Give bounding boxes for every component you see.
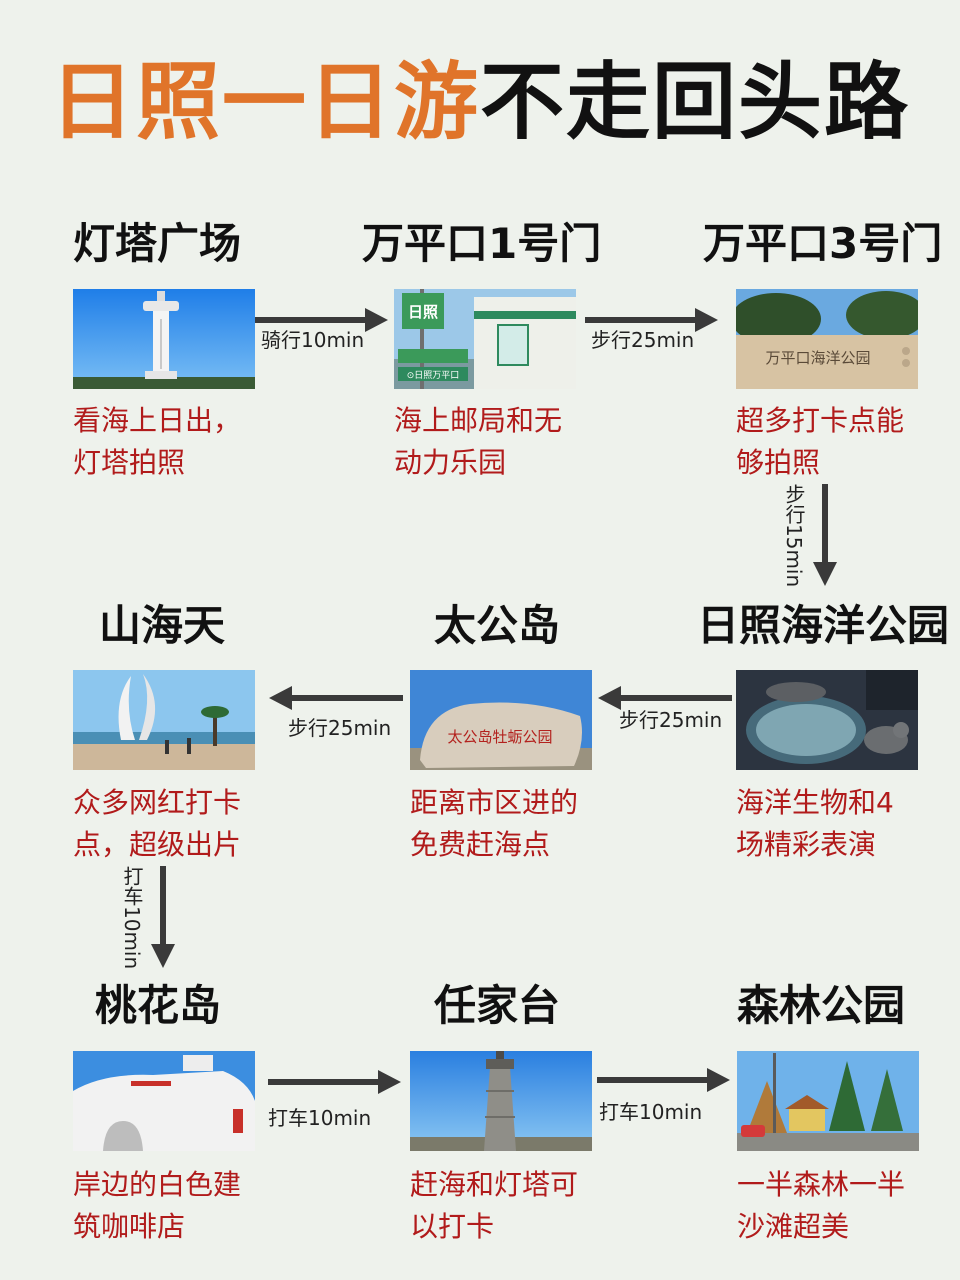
rock-inscription: 太公岛牡蛎公园 <box>447 728 552 746</box>
stop-shanhaitian: 山海天 众多网红打卡 点，超级出片 <box>73 600 273 861</box>
desc-line: 筑咖啡店 <box>73 1210 186 1243</box>
stop-renjiatai: 任家台 赶海和灯塔可 以打卡 <box>410 980 610 1243</box>
route-label: 步行25min <box>288 716 392 740</box>
route-arrow: 步行25min <box>268 684 403 744</box>
route-label: 打车10min <box>120 866 144 970</box>
title-rest: 不走回头路 <box>480 53 911 151</box>
route-label: 打车10min <box>599 1100 703 1124</box>
route-arrow: 步行25min <box>597 684 732 744</box>
route-arrow: 步行15min <box>780 484 840 588</box>
stop-desc: 赶海和灯塔可 以打卡 <box>410 1164 600 1248</box>
stop-desc: 超多打卡点能 够拍照 <box>736 400 926 484</box>
stop-name: 森林公园 <box>737 981 906 1030</box>
desc-line: 够拍照 <box>736 446 821 479</box>
route-arrow: 打车10min <box>118 866 178 970</box>
stop-wanpingkou-gate-1: 万平口1号门 日照 ⊙日照万平口 海上邮局和无 动力乐园 <box>362 218 602 479</box>
forest-park-photo <box>737 1051 919 1151</box>
stop-name: 万平口1号门 <box>362 219 602 268</box>
ocean-park-seals-photo <box>736 670 918 770</box>
desc-line: 海洋生物和4 <box>736 786 894 819</box>
wall-inscription: 万平口海洋公园 <box>765 349 870 367</box>
stop-name: 万平口3号门 <box>703 219 943 268</box>
desc-line: 点，超级出片 <box>73 828 242 861</box>
shanhaitian-sculpture-photo <box>73 670 255 770</box>
stop-taohua-island: 桃花岛 岸边的白色建 筑咖啡店 <box>73 980 273 1243</box>
desc-line: 海上邮局和无 <box>394 404 563 437</box>
stop-name: 任家台 <box>434 981 561 1030</box>
stop-rizhao-ocean-park: 日照海洋公园 海洋生物和4 场精彩表演 <box>697 600 950 861</box>
desc-line: 动力乐园 <box>394 446 507 479</box>
route-label: 骑行10min <box>261 328 365 352</box>
desc-line: 赶海和灯塔可 <box>410 1168 579 1201</box>
desc-line: 灯塔拍照 <box>73 446 186 479</box>
stop-desc: 距离市区进的 免费赶海点 <box>410 782 600 866</box>
stop-name: 灯塔广场 <box>73 219 242 268</box>
stop-forest-park: 森林公园 一半森林一半 沙滩超美 <box>737 980 937 1243</box>
sign-text-wanpingkou: ⊙日照万平口 <box>407 370 460 381</box>
desc-line: 沙滩超美 <box>737 1210 850 1243</box>
desc-line: 场精彩表演 <box>736 828 877 861</box>
stop-lighthouse-square: 灯塔广场 看海上日出， 灯塔拍照 <box>73 218 273 479</box>
stop-wanpingkou-gate-3: 万平口3号门 万平口海洋公园 超多打卡点能 够拍照 <box>703 218 943 479</box>
route-label: 步行25min <box>591 328 695 352</box>
desc-line: 众多网红打卡 <box>73 786 242 819</box>
stop-desc: 一半森林一半 沙滩超美 <box>737 1164 927 1248</box>
stop-desc: 岸边的白色建 筑咖啡店 <box>73 1164 263 1248</box>
desc-line: 距离市区进的 <box>410 786 579 819</box>
stop-name: 日照海洋公园 <box>697 601 950 650</box>
route-arrow: 步行25min <box>585 306 720 366</box>
route-label: 打车10min <box>268 1106 372 1130</box>
desc-line: 岸边的白色建 <box>73 1168 242 1201</box>
lighthouse-photo <box>73 289 255 389</box>
wanpingkou-park-photo: 万平口海洋公园 <box>736 289 918 389</box>
stop-desc: 看海上日出， 灯塔拍照 <box>73 400 263 484</box>
stop-name: 桃花岛 <box>95 981 222 1030</box>
route-arrow: 骑行10min <box>255 306 390 366</box>
route-label: 步行15min <box>782 484 806 588</box>
page-title: 日照一日游不走回头路 <box>0 52 960 152</box>
stop-name: 山海天 <box>99 601 226 650</box>
stop-name: 太公岛 <box>434 601 561 650</box>
stop-desc: 海上邮局和无 动力乐园 <box>394 400 584 484</box>
taohua-white-building-photo <box>73 1051 255 1151</box>
sign-text-rizhao: 日照 <box>408 303 438 321</box>
title-highlight: 日照一日游 <box>49 53 480 151</box>
stop-taigong-island: 太公岛 太公岛牡蛎公园 距离市区进的 免费赶海点 <box>410 600 610 861</box>
renjiatai-lighthouse-photo <box>410 1051 592 1151</box>
desc-line: 超多打卡点能 <box>736 404 905 437</box>
stop-desc: 海洋生物和4 场精彩表演 <box>736 782 926 866</box>
desc-line: 一半森林一半 <box>737 1168 906 1201</box>
desc-line: 看海上日出， <box>73 404 242 437</box>
desc-line: 以打卡 <box>410 1210 495 1243</box>
route-arrow: 打车10min <box>268 1068 403 1130</box>
desc-line: 免费赶海点 <box>410 828 551 861</box>
route-arrow: 打车10min <box>597 1066 732 1126</box>
wanpingkou-sign-photo: 日照 ⊙日照万平口 <box>394 289 576 389</box>
stop-desc: 众多网红打卡 点，超级出片 <box>73 782 263 866</box>
route-label: 步行25min <box>619 708 723 732</box>
taigong-rock-photo: 太公岛牡蛎公园 <box>410 670 592 770</box>
